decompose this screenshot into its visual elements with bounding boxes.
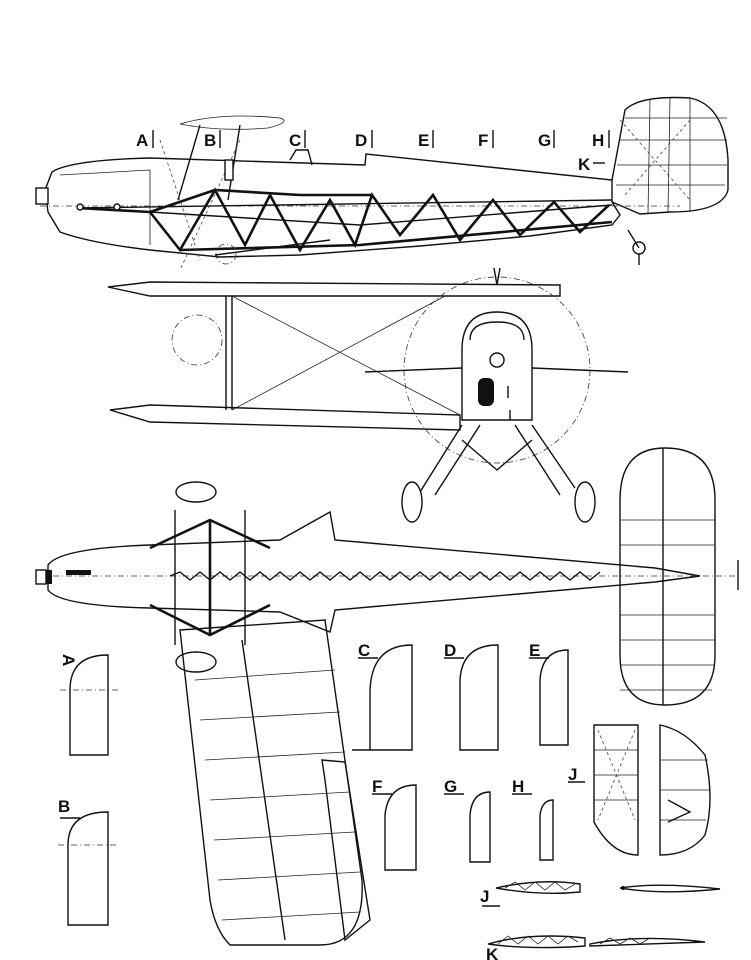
plan-fuselage — [47, 510, 701, 633]
side-fuselage — [44, 153, 621, 258]
section-g: G — [444, 777, 491, 863]
section-c: C — [352, 641, 413, 751]
svg-text:F: F — [478, 131, 488, 150]
front-wheel-left — [401, 481, 423, 523]
svg-text:B: B — [204, 131, 216, 150]
section-a: A — [59, 654, 118, 756]
svg-text:G: G — [538, 131, 551, 150]
section-f: F — [372, 777, 417, 871]
svg-text:F: F — [372, 777, 382, 796]
plan-tail — [619, 447, 716, 706]
svg-text:K: K — [578, 155, 591, 174]
svg-text:J: J — [480, 887, 489, 906]
front-upper-wing — [107, 281, 561, 297]
svg-text:J: J — [568, 765, 577, 784]
plan-lower-wing — [179, 619, 363, 946]
station-label-d: D — [355, 130, 373, 150]
spinner — [35, 187, 49, 205]
station-label-e: E — [418, 130, 434, 150]
section-k-airfoil: K — [486, 935, 706, 960]
svg-text:K: K — [486, 945, 499, 960]
station-label-a: A — [136, 130, 154, 150]
svg-text:H: H — [592, 131, 604, 150]
svg-text:H: H — [512, 777, 524, 796]
station-label-f: F — [478, 130, 494, 150]
station-label-b: B — [204, 130, 221, 150]
side-truss — [148, 187, 610, 253]
side-tail-fin — [611, 96, 729, 215]
section-j-airfoil: J — [480, 881, 721, 907]
svg-text:G: G — [444, 777, 457, 796]
svg-text:D: D — [355, 131, 367, 150]
front-lower-wing — [109, 404, 461, 431]
svg-text:C: C — [289, 131, 301, 150]
svg-text:D: D — [444, 641, 456, 660]
front-landing-gear — [419, 424, 576, 496]
svg-text:B: B — [58, 797, 70, 816]
front-view — [107, 267, 629, 523]
section-d: D — [444, 641, 499, 751]
section-h: H — [512, 777, 554, 861]
side-view: A B C D E F G H — [35, 96, 729, 271]
svg-text:A: A — [59, 654, 78, 666]
side-upper-wing — [179, 115, 285, 130]
station-label-h: H — [592, 130, 610, 150]
svg-text:A: A — [136, 131, 148, 150]
svg-text:E: E — [418, 131, 429, 150]
station-label-g: G — [538, 130, 555, 150]
section-j: J — [568, 724, 711, 856]
section-b: B — [58, 797, 118, 926]
svg-text:C: C — [358, 641, 370, 660]
station-label-c: C — [289, 130, 306, 150]
section-e: E — [529, 641, 569, 746]
station-label-k: K — [578, 155, 605, 174]
plan-view — [35, 447, 739, 946]
front-wheel-right — [574, 481, 596, 523]
svg-text:E: E — [529, 641, 540, 660]
